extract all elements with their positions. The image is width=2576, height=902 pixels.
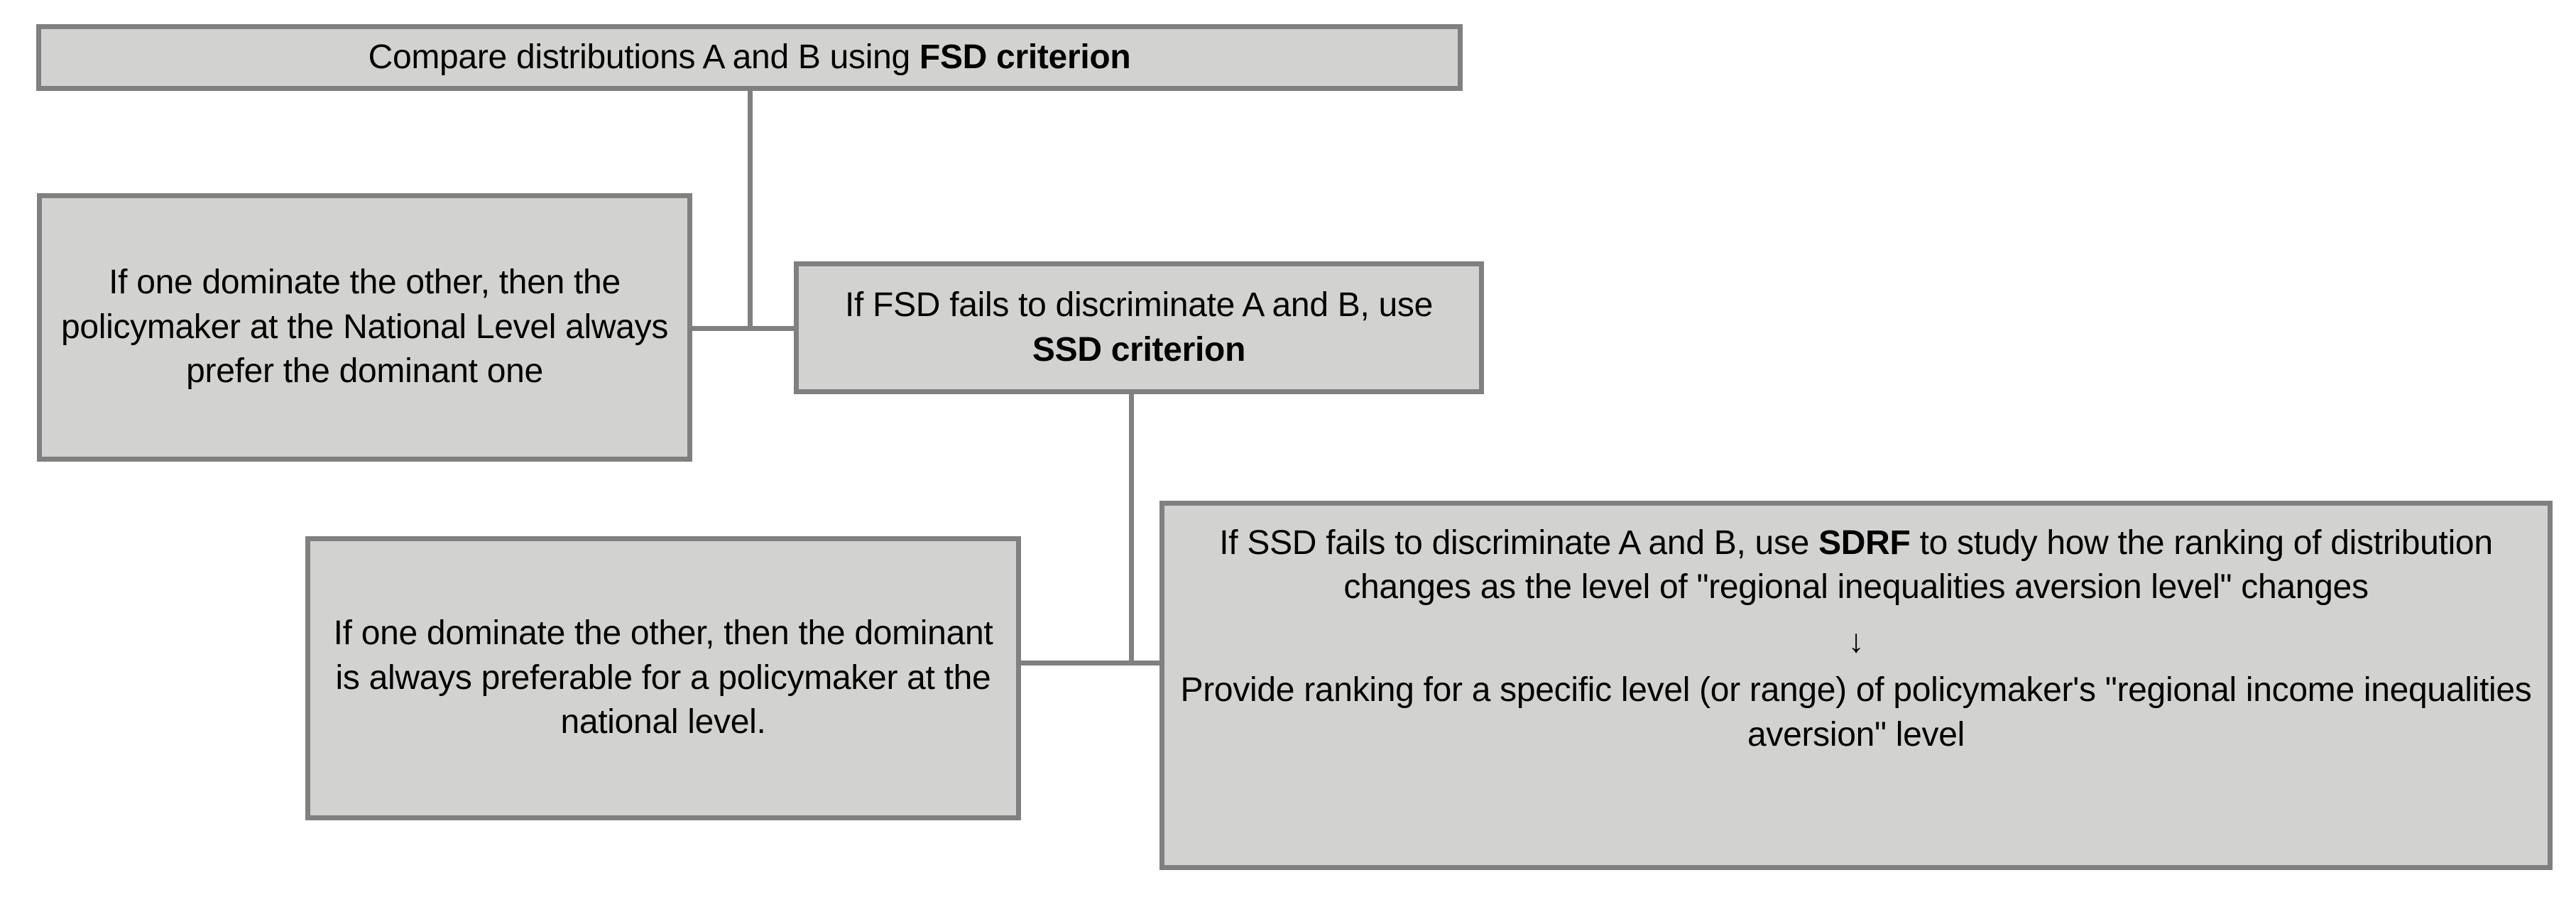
fsd-outcome-text: If one dominate the other, then the poli…: [60, 263, 669, 391]
ssd-step-text-plain: If FSD fails to discriminate A and B, us…: [844, 286, 1434, 325]
ssd-step-box[interactable]: If FSD fails to discriminate A and B, us…: [794, 261, 1484, 394]
sdrf-line1-after-bold: to study how the ranking of distribution…: [1343, 524, 2493, 607]
sdrf-line1-bold: SDRF: [1818, 524, 1911, 562]
ssd-step-text-bold: SSD criterion: [1032, 330, 1246, 369]
ssd-outcome-text: If one dominate the other, then the domi…: [333, 614, 993, 741]
fsd-outcome-box[interactable]: If one dominate the other, then the poli…: [37, 193, 692, 462]
compare-fsd-box[interactable]: Compare distributions A and B using FSD …: [36, 24, 1463, 91]
sdrf-box[interactable]: If SSD fails to discriminate A and B, us…: [1159, 501, 2553, 870]
connector-ssd-to-junction: [1129, 394, 1134, 663]
compare-fsd-text-plain: Compare distributions A and B using: [368, 38, 919, 76]
connector-ssd-outcome-to-sdrf: [1021, 661, 1159, 665]
ssd-step-text: If FSD fails to discriminate A and B, us…: [799, 283, 1479, 372]
ssd-outcome-box[interactable]: If one dominate the other, then the domi…: [305, 536, 1021, 820]
compare-fsd-text: Compare distributions A and B using FSD …: [41, 36, 1458, 80]
compare-fsd-text-bold: FSD criterion: [919, 38, 1131, 76]
down-arrow-icon: ↓: [1848, 621, 1865, 659]
sdrf-text-line2: Provide ranking for a specific level (or…: [1180, 671, 2532, 754]
connector-root-to-junction: [748, 91, 753, 328]
sdrf-text-line1: If SSD fails to discriminate A and B, us…: [1164, 521, 2548, 610]
sdrf-line1-before-bold: If SSD fails to discriminate A and B, us…: [1219, 524, 1819, 562]
connector-fsd-outcome-to-ssd: [692, 326, 794, 331]
